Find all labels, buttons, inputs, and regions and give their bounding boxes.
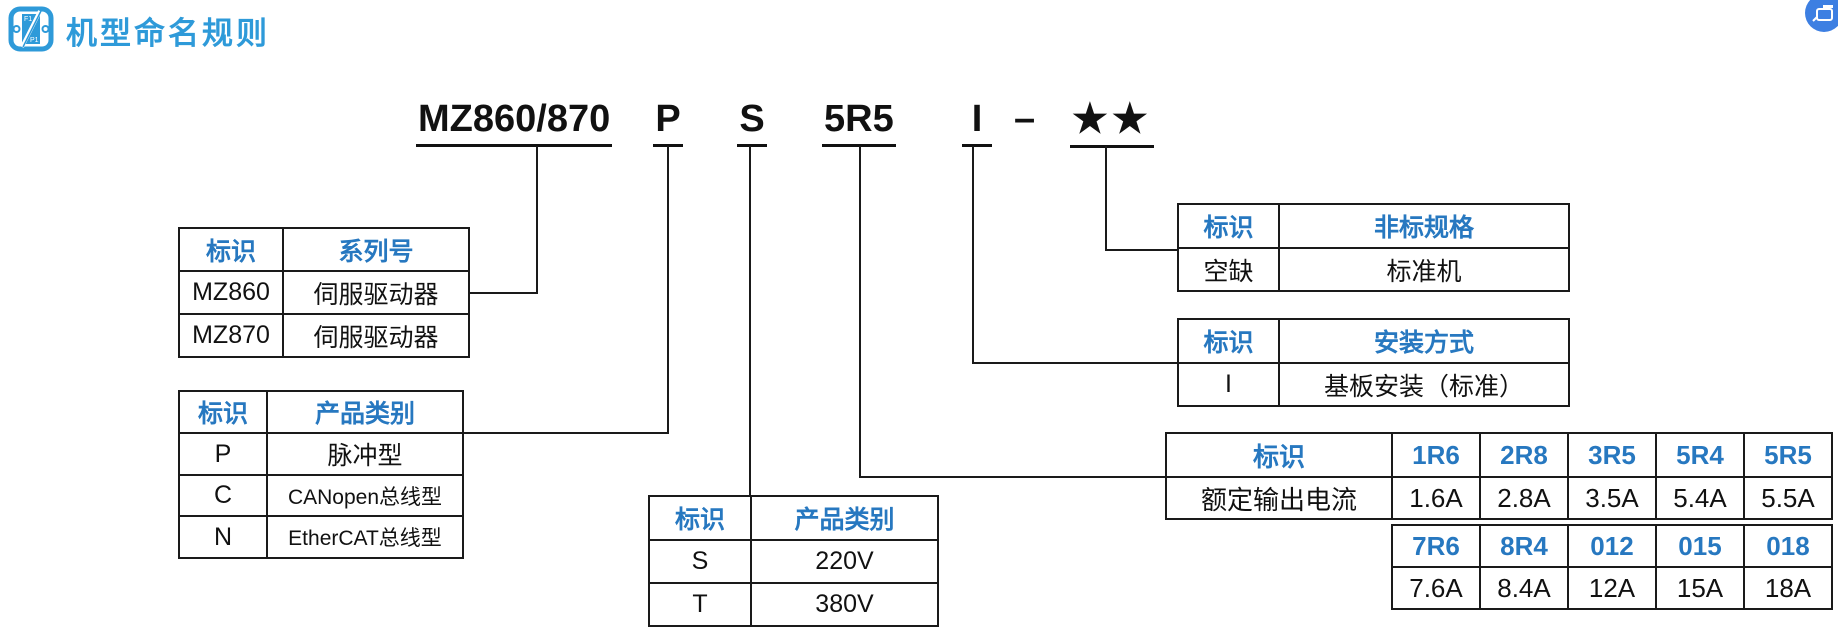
column-header: 非标规格 [1278,203,1570,249]
icon-label-bottom: P1 [30,37,39,44]
voltage-table: 标识 产品类别 S 220V T 380V [648,495,939,627]
column-header: 标识 [1165,432,1393,478]
mounting-table: 标识 安装方式 I 基板安装（标准） [1177,318,1570,407]
image-viewer-icon [1805,0,1838,32]
current-code-cell: 012 [1567,524,1657,568]
current-value-cell: 8.4A [1479,566,1569,610]
image-viewer-float-button[interactable] [1804,0,1838,33]
column-header: 产品类别 [750,495,939,541]
rated-current-table-bottom: 7R6 8R4 012 015 018 7.6A 8.4A 12A 15A 18… [1391,524,1833,610]
model-code-current: 5R5 [822,98,896,147]
page-title: 机型命名规则 [66,16,270,51]
table-cell: 脉冲型 [266,432,464,476]
current-code-cell: 015 [1655,524,1745,568]
table-cell: C [178,474,268,517]
current-value-cell: 5.4A [1655,476,1745,520]
table-cell: 380V [750,582,939,627]
connector-line-product-v [667,146,669,434]
connector-line-voltage-v [749,146,751,496]
column-header: 标识 [178,227,284,272]
row-label: 额定输出电流 [1165,476,1393,520]
connector-line-nonstandard-v [1105,146,1107,251]
table-cell: I [1177,362,1280,407]
connector-line-mounting-v [972,146,974,364]
table-cell: S [648,539,752,584]
connector-line-mounting-h [972,362,1179,364]
current-code-cell: 5R4 [1655,432,1745,478]
column-header: 标识 [1177,203,1280,249]
current-value-cell: 1.6A [1391,476,1481,520]
current-code-cell: 8R4 [1479,524,1569,568]
table-cell: EtherCAT总线型 [266,515,464,559]
column-header: 标识 [648,495,752,541]
table-cell: 伺服驱动器 [282,270,470,315]
current-code-cell: 1R6 [1391,432,1481,478]
model-code-mounting: I [962,98,992,147]
component-badge-icon: F1 P1 [8,6,54,52]
model-code-series: MZ860/870 [416,98,613,147]
current-value-cell: 12A [1567,566,1657,610]
current-value-cell: 18A [1743,566,1833,610]
model-code-voltage: S [737,98,767,147]
column-header: 安装方式 [1278,318,1570,364]
current-code-cell: 5R5 [1743,432,1833,478]
table-cell: CANopen总线型 [266,474,464,517]
model-code-separator: – [1014,98,1036,140]
current-value-cell: 3.5A [1567,476,1657,520]
connector-line-current-h [859,476,1167,478]
current-code-cell: 7R6 [1391,524,1481,568]
table-cell: MZ870 [178,313,284,358]
rated-current-table-top: 标识 1R6 2R8 3R5 5R4 5R5 额定输出电流 1.6A 2.8A … [1165,432,1833,520]
current-value-cell: 15A [1655,566,1745,610]
nonstandard-spec-table: 标识 非标规格 空缺 标准机 [1177,203,1570,292]
icon-label-top: F1 [24,16,32,23]
table-cell: T [648,582,752,627]
product-type-table: 标识 产品类别 P 脉冲型 C CANopen总线型 N EtherCAT总线型 [178,390,464,559]
table-cell: 基板安装（标准） [1278,362,1570,407]
table-cell: 伺服驱动器 [282,313,470,358]
column-header: 产品类别 [266,390,464,434]
model-code-nonstandard: ★★ [1070,96,1154,148]
table-cell: P [178,432,268,476]
model-code-product-type: P [653,98,683,147]
table-cell: 220V [750,539,939,584]
column-header: 系列号 [282,227,470,272]
component-badge-icon: F1 P1 [8,6,54,52]
series-table: 标识 系列号 MZ860 伺服驱动器 MZ870 伺服驱动器 [178,227,470,358]
table-cell: 空缺 [1177,247,1280,292]
connector-line-current-v [859,146,861,478]
connector-line-series-v [536,146,538,294]
current-code-cell: 018 [1743,524,1833,568]
current-value-cell: 7.6A [1391,566,1481,610]
connector-line-nonstandard-h [1105,249,1179,251]
column-header: 标识 [1177,318,1280,364]
column-header: 标识 [178,390,268,434]
current-code-cell: 3R5 [1567,432,1657,478]
connector-line-product-h [463,432,669,434]
table-cell: MZ860 [178,270,284,315]
table-cell: N [178,515,268,559]
table-cell: 标准机 [1278,247,1570,292]
connector-line-series-h [470,292,538,294]
current-value-cell: 5.5A [1743,476,1833,520]
current-value-cell: 2.8A [1479,476,1569,520]
current-code-cell: 2R8 [1479,432,1569,478]
